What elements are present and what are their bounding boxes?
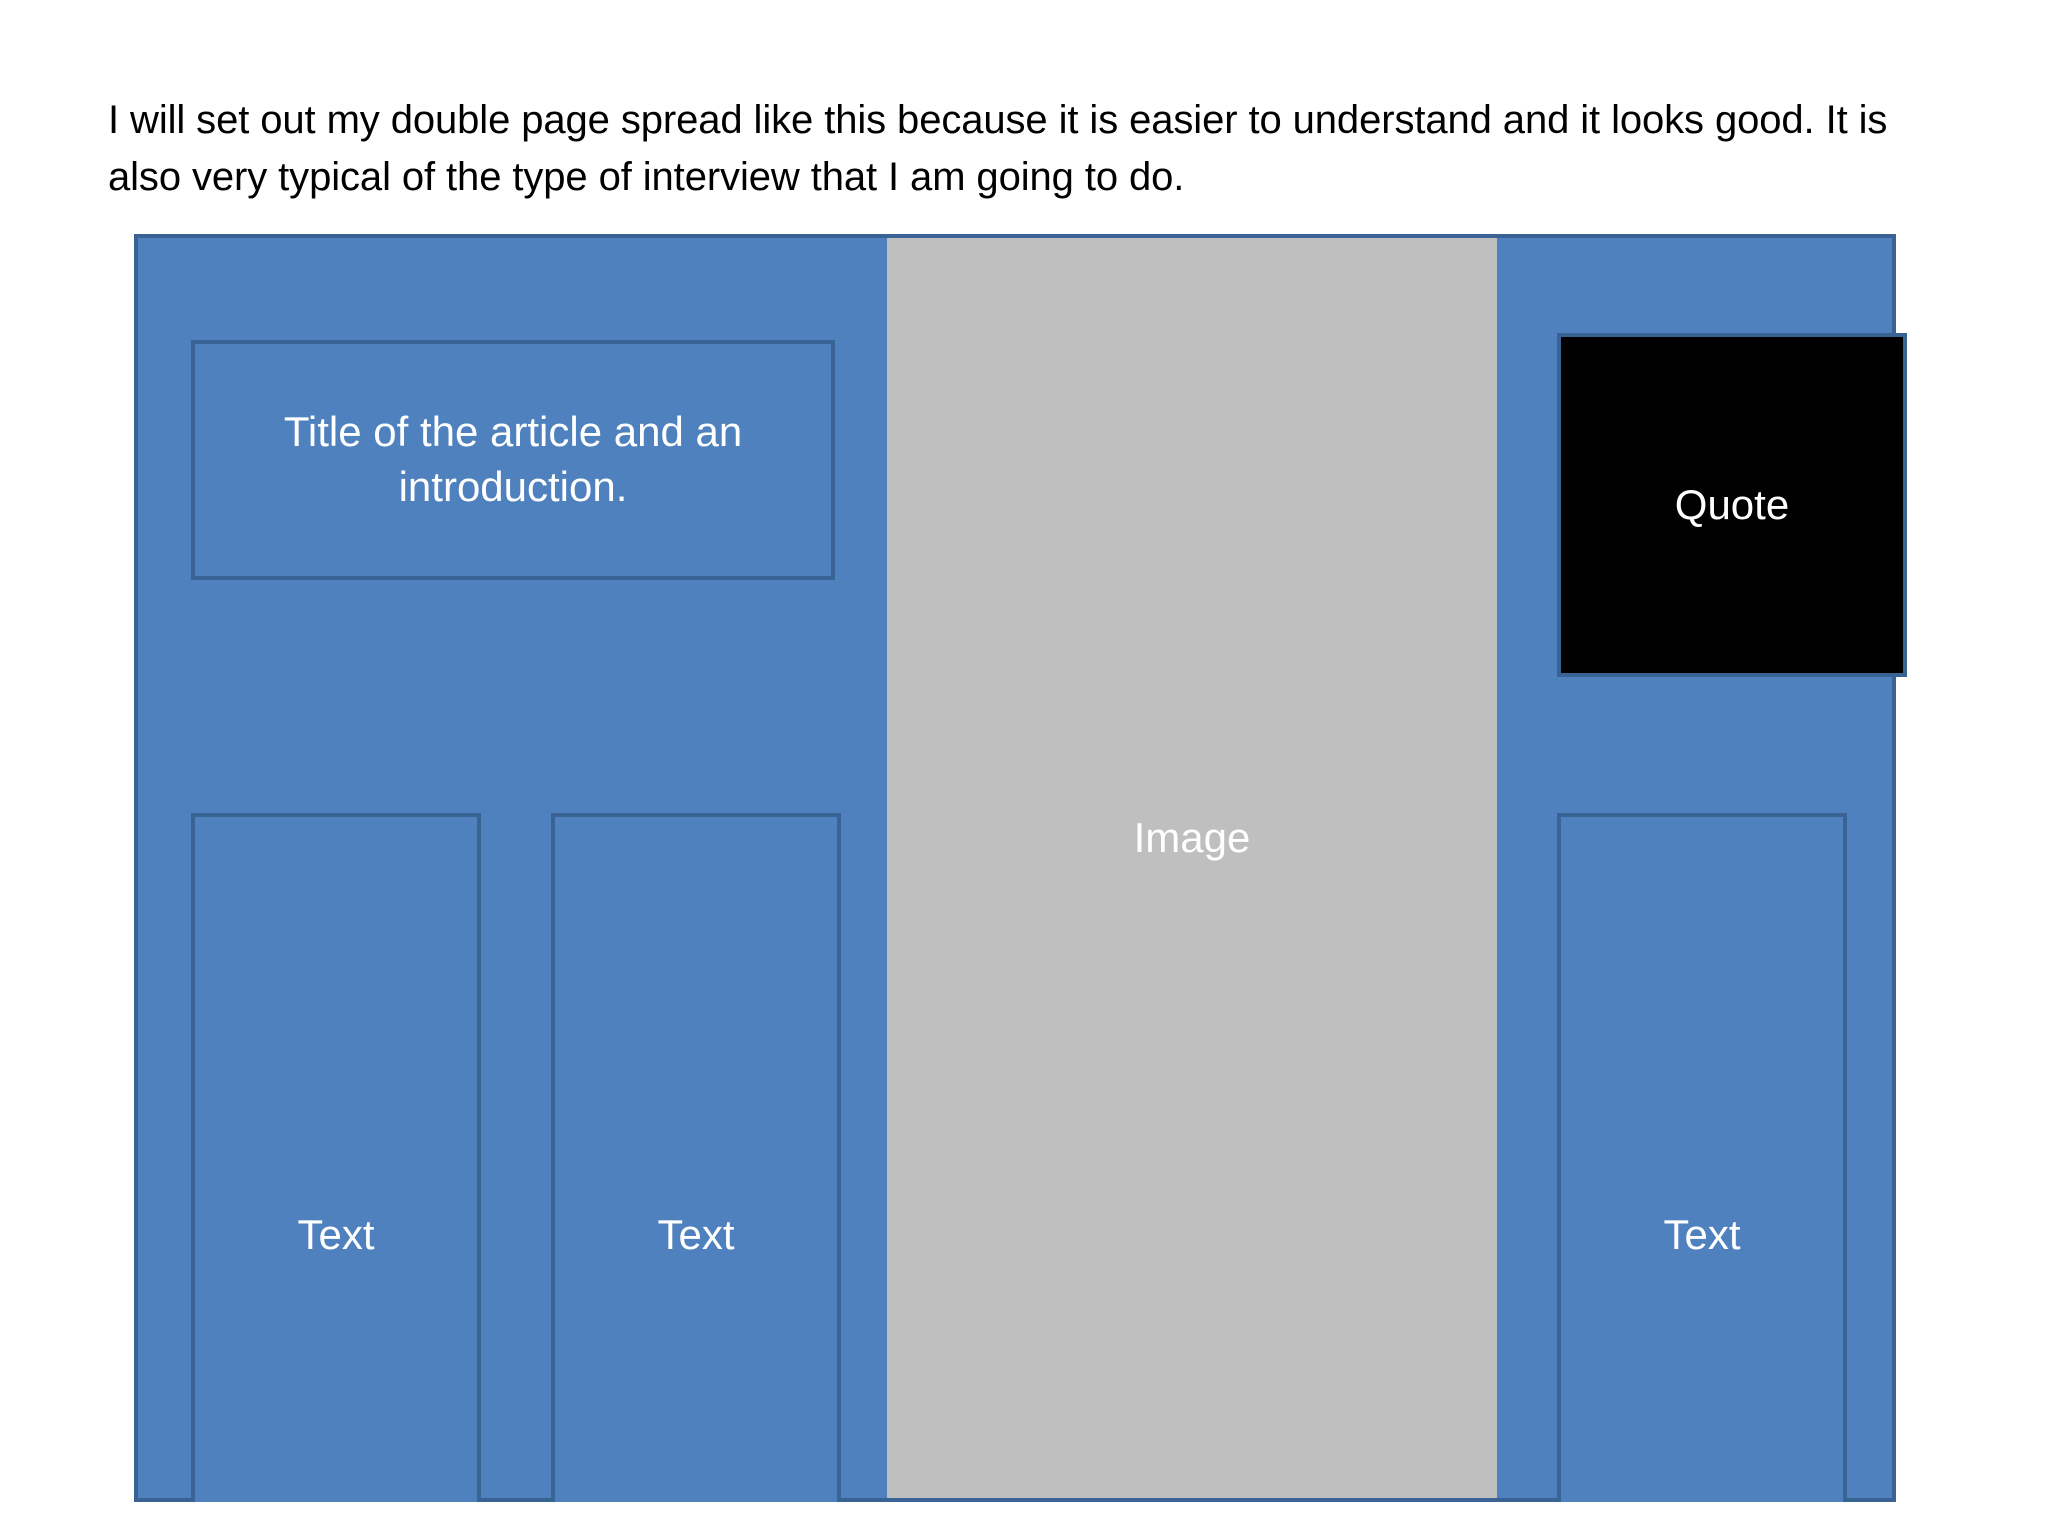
text-block-left-1: Text bbox=[191, 813, 481, 1502]
text-block-label: Text bbox=[297, 1210, 375, 1258]
double-page-spread: Title of the article and an introduction… bbox=[134, 234, 1907, 1502]
text-block-label: Text bbox=[1663, 1210, 1741, 1258]
title-introduction-box: Title of the article and an introduction… bbox=[191, 340, 835, 580]
text-block-left-2: Text bbox=[551, 813, 841, 1502]
quote-label: Quote bbox=[1674, 481, 1790, 528]
caption-text: I will set out my double page spread lik… bbox=[108, 98, 1888, 199]
text-block-right-1: Text bbox=[1557, 813, 1847, 1502]
quote-block: Quote bbox=[1557, 333, 1907, 677]
title-introduction-label: Title of the article and an introduction… bbox=[283, 408, 743, 510]
image-placeholder-block: Image bbox=[887, 238, 1497, 1498]
text-block-label: Text bbox=[657, 1210, 735, 1258]
image-placeholder-label: Image bbox=[1133, 814, 1251, 861]
